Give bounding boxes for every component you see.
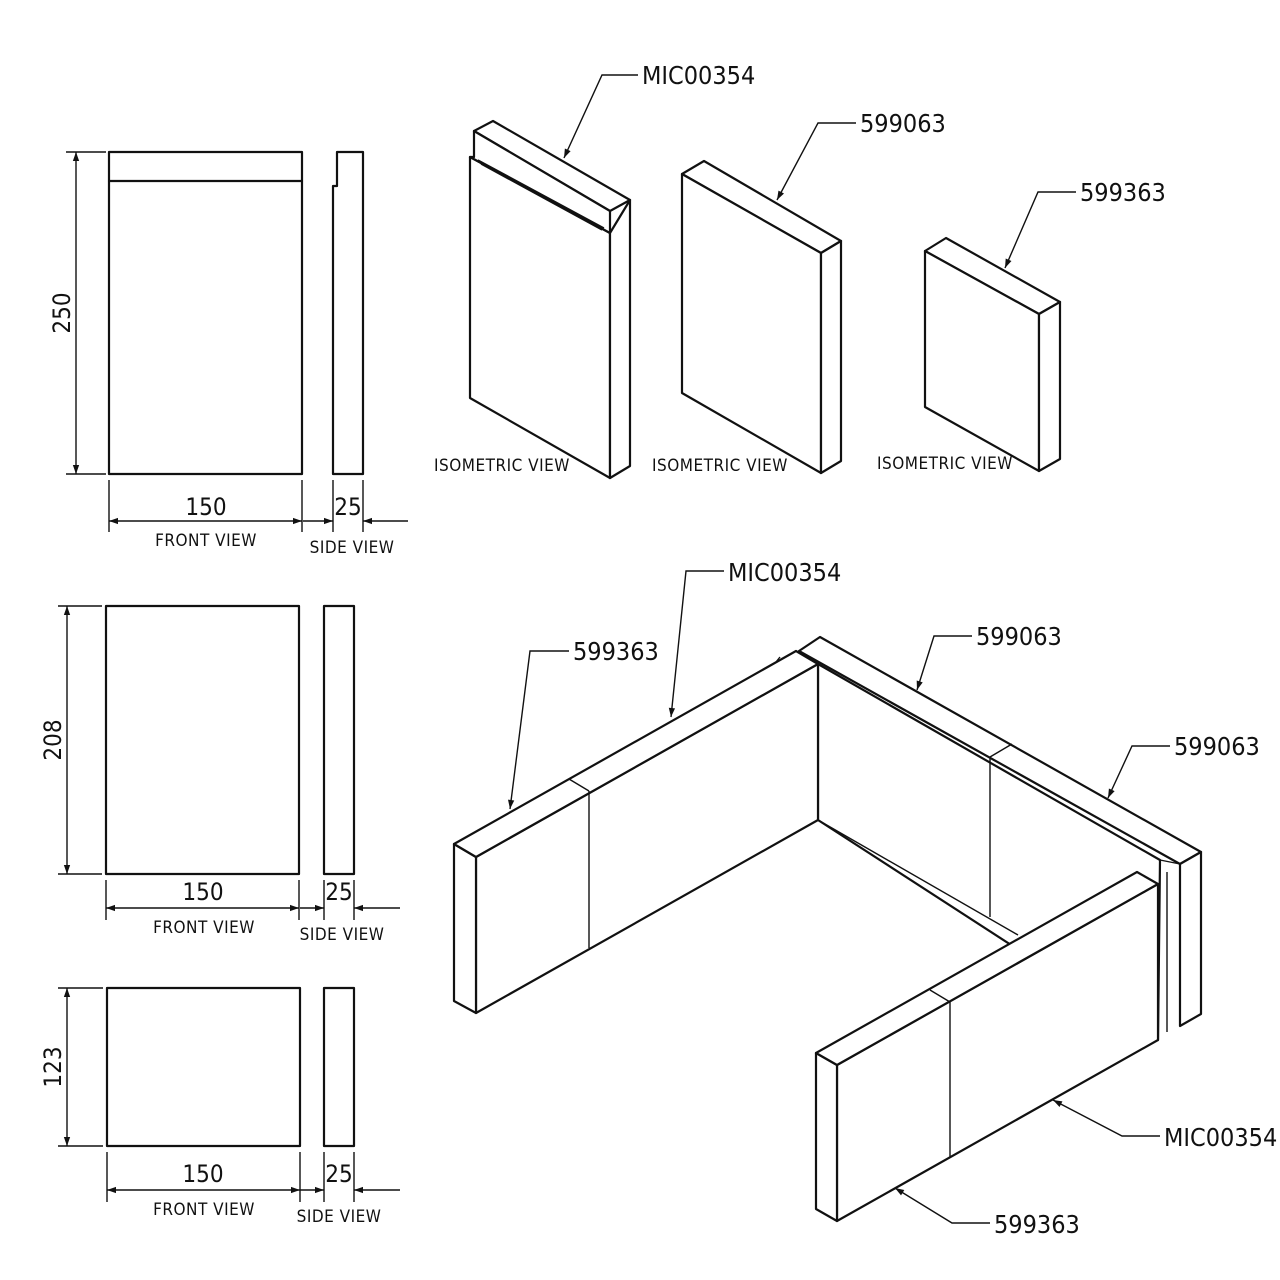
part-number-label: MIC00354 [642,61,755,90]
part-number-label: MIC00354 [1164,1123,1277,1152]
thickness-dimension-25: 25 SIDE VIEW [297,1152,400,1227]
part-number-label: 599363 [994,1210,1080,1239]
assembly-left-wall [452,649,820,1015]
callout-599363: 599363 [1004,178,1166,269]
callout-mic00354: MIC00354 [563,61,755,159]
front-view-208 [104,604,301,876]
width-label: 150 [182,878,223,906]
height-label: 123 [39,1046,67,1087]
width-dimension-150: 150 FRONT VIEW [108,480,303,551]
callout-assembly-mic00354-bottom: MIC00354 [1052,1099,1277,1152]
isometric-caption: ISOMETRIC VIEW [652,456,788,476]
front-view-caption: FRONT VIEW [155,531,257,551]
side-view-caption: SIDE VIEW [300,925,385,945]
side-view-208 [322,604,356,876]
thickness-dimension-25: 25 SIDE VIEW [300,878,400,945]
thickness-dimension-25: 25 SIDE VIEW [303,480,408,558]
height-dimension-123: 123 [39,987,103,1147]
callout-assembly-599063-right: 599063 [1107,732,1260,799]
thickness-label: 25 [325,1160,352,1188]
callout-assembly-599363-bottom: 599363 [894,1187,1080,1239]
front-view-caption: FRONT VIEW [153,1200,255,1220]
width-label: 150 [185,493,226,521]
side-view-250 [331,150,365,476]
side-view-caption: SIDE VIEW [297,1207,382,1227]
assembly-isometric: MIC00354 599363 599063 599063 MIC00354 5… [452,558,1277,1239]
part-number-label: 599363 [1080,178,1166,207]
callout-assembly-mic00354-top: MIC00354 [668,558,841,718]
side-view-123 [322,986,356,1148]
width-dimension-150: 150 FRONT VIEW [105,878,300,938]
ortho-view-250: 250 150 FRONT VIEW 25 SIDE VIEW [48,150,408,558]
part-number-label: 599063 [976,622,1062,651]
ortho-view-123: 123 150 FRONT VIEW 25 SIDE VIEW [39,986,400,1227]
assembly-right-front-wall [814,870,1160,1223]
height-label: 250 [48,292,76,333]
isometric-caption: ISOMETRIC VIEW [434,456,570,476]
front-view-123 [105,986,302,1148]
part-number-label: 599063 [860,109,946,138]
isometric-part-mic00354: ISOMETRIC VIEW MIC00354 [434,61,755,480]
height-dimension-208: 208 [39,605,102,875]
front-view-250 [107,150,304,476]
thickness-label: 25 [334,493,361,521]
part-number-label: 599363 [573,637,659,666]
callout-assembly-599063-top: 599063 [916,622,1062,691]
front-view-caption: FRONT VIEW [153,918,255,938]
callout-599063: 599063 [776,109,946,201]
part-number-label: MIC00354 [728,558,841,587]
side-view-caption: SIDE VIEW [310,538,395,558]
isometric-part-599063: ISOMETRIC VIEW 599063 [652,109,946,476]
width-label: 150 [182,1160,223,1188]
isometric-part-599363: ISOMETRIC VIEW 599363 [877,178,1166,474]
isometric-caption: ISOMETRIC VIEW [877,454,1013,474]
width-dimension-150: 150 FRONT VIEW [106,1152,301,1220]
callout-assembly-599363-left: 599363 [508,637,659,810]
thickness-label: 25 [325,878,352,906]
height-label: 208 [39,719,67,760]
ortho-view-208: 208 150 FRONT VIEW 25 SIDE VIEW [39,604,400,945]
part-number-label: 599063 [1174,732,1260,761]
height-dimension-250: 250 [48,151,106,475]
